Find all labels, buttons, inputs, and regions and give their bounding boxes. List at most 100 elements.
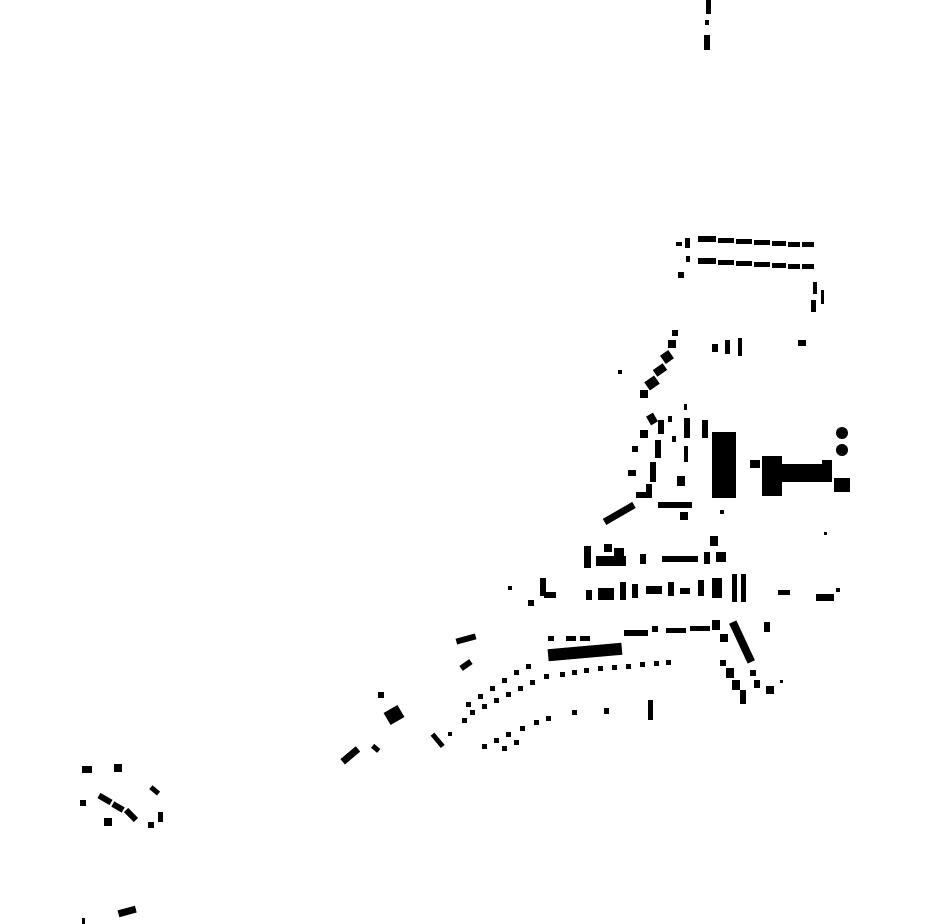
- building: [741, 574, 746, 602]
- building: [788, 242, 800, 247]
- building: [584, 546, 591, 568]
- building: [672, 436, 676, 442]
- building: [430, 732, 445, 749]
- building: [770, 482, 778, 496]
- building: [111, 801, 125, 813]
- building: [726, 668, 734, 678]
- building: [658, 502, 692, 508]
- building: [580, 636, 590, 641]
- building: [684, 404, 687, 410]
- building: [816, 594, 834, 601]
- building: [502, 746, 507, 751]
- building: [598, 588, 614, 600]
- building: [371, 743, 381, 753]
- building: [736, 261, 752, 266]
- building: [548, 636, 554, 641]
- building: [383, 704, 405, 726]
- building: [772, 241, 786, 246]
- building: [720, 510, 724, 514]
- building: [732, 574, 737, 602]
- building: [646, 484, 652, 498]
- building: [668, 582, 674, 596]
- building: [448, 732, 452, 736]
- building: [82, 918, 85, 924]
- building: [502, 678, 507, 683]
- building: [572, 670, 577, 675]
- building: [802, 264, 814, 269]
- building: [750, 460, 760, 468]
- building: [754, 240, 770, 245]
- building: [534, 720, 539, 725]
- building: [340, 746, 361, 765]
- building: [462, 718, 467, 723]
- building: [494, 698, 499, 703]
- building: [655, 440, 661, 458]
- building: [494, 738, 499, 743]
- building: [596, 556, 626, 566]
- building: [644, 375, 660, 391]
- building: [654, 661, 659, 666]
- building: [716, 552, 726, 562]
- building: [836, 444, 848, 456]
- building: [158, 812, 163, 822]
- building: [698, 580, 704, 596]
- building: [114, 764, 122, 772]
- building: [666, 628, 686, 633]
- building: [652, 626, 658, 632]
- building: [518, 686, 523, 691]
- building: [718, 238, 734, 243]
- building: [720, 660, 726, 666]
- building: [698, 258, 716, 264]
- building: [836, 427, 848, 439]
- building: [736, 239, 752, 244]
- building: [640, 390, 648, 398]
- building: [566, 636, 576, 641]
- building: [813, 282, 817, 294]
- building: [526, 664, 531, 669]
- building: [602, 501, 636, 525]
- building: [648, 700, 653, 720]
- building: [725, 340, 730, 354]
- building: [811, 300, 816, 312]
- building: [546, 716, 551, 721]
- building: [684, 418, 690, 438]
- building: [514, 670, 519, 675]
- building: [740, 690, 746, 704]
- building: [778, 590, 790, 595]
- building: [149, 785, 161, 796]
- building: [482, 744, 487, 749]
- building: [668, 340, 676, 348]
- building: [798, 340, 806, 346]
- building: [478, 694, 483, 699]
- building: [614, 548, 624, 556]
- building: [506, 732, 511, 737]
- building: [520, 726, 525, 731]
- building: [560, 672, 565, 677]
- building: [729, 620, 755, 664]
- building: [640, 662, 645, 667]
- building: [686, 256, 690, 262]
- building: [632, 446, 638, 452]
- building: [646, 586, 662, 594]
- building: [598, 666, 603, 671]
- building: [680, 512, 688, 520]
- building: [706, 0, 711, 14]
- building: [640, 430, 648, 438]
- building: [704, 35, 710, 50]
- building: [750, 670, 756, 676]
- building: [672, 330, 678, 336]
- building: [824, 532, 827, 535]
- building: [148, 822, 154, 828]
- building: [80, 800, 86, 806]
- building: [544, 592, 556, 598]
- building: [666, 660, 671, 665]
- building: [676, 242, 682, 246]
- building: [788, 264, 800, 269]
- building: [528, 600, 534, 606]
- building: [646, 412, 658, 426]
- building: [544, 674, 549, 679]
- building: [738, 338, 742, 356]
- building: [698, 236, 716, 242]
